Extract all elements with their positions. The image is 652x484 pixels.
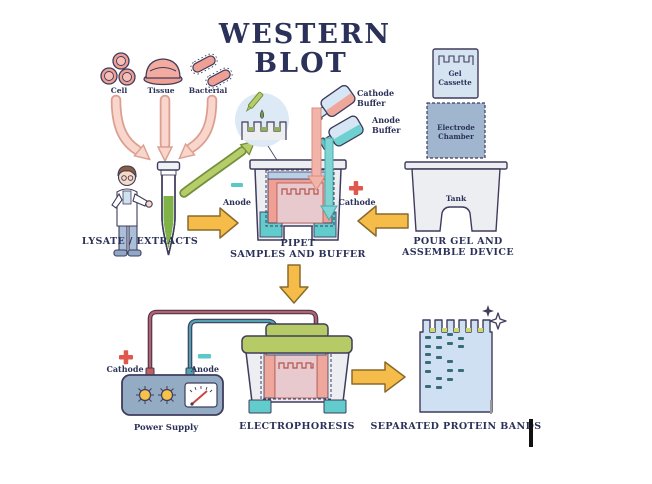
pipet-transfer-arrow	[179, 140, 256, 198]
step3-label-line2: ASSEMBLE DEVICE	[401, 247, 514, 258]
electrode-chamber	[426, 102, 486, 159]
loaded-well	[454, 328, 459, 332]
cell-icon	[100, 52, 136, 86]
protein-band	[436, 346, 442, 349]
arrow-step3-to-step2	[357, 205, 409, 237]
protein-band	[447, 342, 453, 345]
well-zoom-circle	[235, 91, 289, 177]
protein-band	[458, 337, 464, 340]
bacterial-icon	[190, 53, 233, 89]
protein-band	[436, 377, 442, 380]
protein-band	[447, 360, 453, 363]
arrow-step1-to-step2	[187, 207, 239, 239]
anode-buffer-label-line1: Anode	[371, 115, 400, 125]
cathode-label: Cathode	[338, 197, 375, 207]
text-cursor-bar	[529, 419, 533, 447]
protein-band	[447, 369, 453, 372]
indicator-light-icon	[136, 386, 154, 404]
anode-buffer-bottle-icon	[318, 115, 364, 150]
anode-buffer-label-line2: Buffer	[372, 125, 401, 135]
protein-band	[425, 370, 431, 373]
step6-label: SEPARATED PROTEIN BANDS	[371, 421, 542, 432]
protein-band	[458, 345, 464, 348]
anode-buffer-pour-arrow	[320, 137, 338, 222]
pipette-icon	[245, 91, 264, 113]
page-title-line1: WESTERN	[218, 19, 391, 50]
tissue-label: Tissue	[147, 86, 174, 95]
protein-band	[447, 333, 453, 336]
step4-label: Power Supply	[134, 423, 199, 433]
cell-label: Cell	[111, 86, 128, 95]
sample-arrows	[110, 94, 218, 163]
cathode-buffer-label-line2: Buffer	[357, 98, 386, 108]
protein-band	[436, 356, 442, 359]
loaded-well	[466, 328, 471, 332]
cathode-plus-icon	[349, 181, 363, 195]
loaded-well	[478, 328, 483, 332]
pipet-tank	[249, 159, 347, 241]
voltage-gauge-icon	[184, 382, 218, 408]
indicator-light-icon	[158, 386, 176, 404]
protein-band	[425, 361, 431, 364]
gel-cassette-label-line2: Cassette	[438, 78, 472, 87]
step2-label-line1: PIPET	[280, 238, 315, 249]
bacterial-label: Bacterial	[189, 86, 228, 95]
anode-minus-icon	[231, 183, 243, 187]
gel-cassette-label-line1: Gel	[448, 69, 461, 78]
loaded-well	[430, 328, 435, 332]
step2-label-line2: SAMPLES AND BUFFER	[230, 249, 366, 260]
tank-label: Tank	[446, 194, 467, 203]
protein-bands	[425, 333, 464, 389]
ps-cathode-plus-icon	[119, 350, 133, 365]
power-supply	[121, 367, 224, 416]
ps-anode-label: Anode	[190, 364, 219, 374]
step5-label: ELECTROPHORESIS	[239, 421, 355, 432]
electrode-chamber-label-line2: Chamber	[438, 132, 474, 141]
ps-anode-minus-icon	[198, 354, 211, 359]
anode-label: Anode	[222, 197, 251, 207]
electrophoresis-device	[241, 323, 353, 414]
loaded-well	[442, 328, 447, 332]
stray-grey-line	[490, 400, 492, 414]
protein-band	[458, 369, 464, 372]
step3-label-line1: POUR GEL AND	[413, 236, 502, 247]
empty-tank	[404, 161, 508, 232]
result-gel	[419, 319, 493, 413]
protein-band	[436, 386, 442, 389]
protein-band	[425, 345, 431, 348]
protein-band	[447, 378, 453, 381]
cathode-buffer-pour-arrow	[307, 107, 326, 191]
tissue-icon	[143, 58, 183, 86]
protein-band	[436, 336, 442, 339]
cathode-buffer-label-line1: Cathode	[357, 88, 394, 98]
arrow-step5-to-step6	[351, 361, 406, 393]
sample-wells	[430, 328, 483, 332]
lysate-tube-icon	[156, 161, 181, 256]
sparkle-icon	[482, 305, 507, 330]
gel-cassette	[432, 48, 479, 99]
protein-band	[425, 353, 431, 356]
page-title-line2: BLOT	[254, 48, 347, 79]
protein-band	[425, 385, 431, 388]
droplet-icon	[259, 109, 265, 119]
electrode-chamber-label-line1: Electrode	[437, 123, 475, 132]
arrow-step2-to-step5	[279, 264, 309, 304]
protein-band	[425, 336, 431, 339]
step1-label: LYSATE / EXTRACTS	[82, 236, 198, 247]
scientist-figure	[111, 165, 153, 257]
ps-cathode-label: Cathode	[106, 364, 143, 374]
